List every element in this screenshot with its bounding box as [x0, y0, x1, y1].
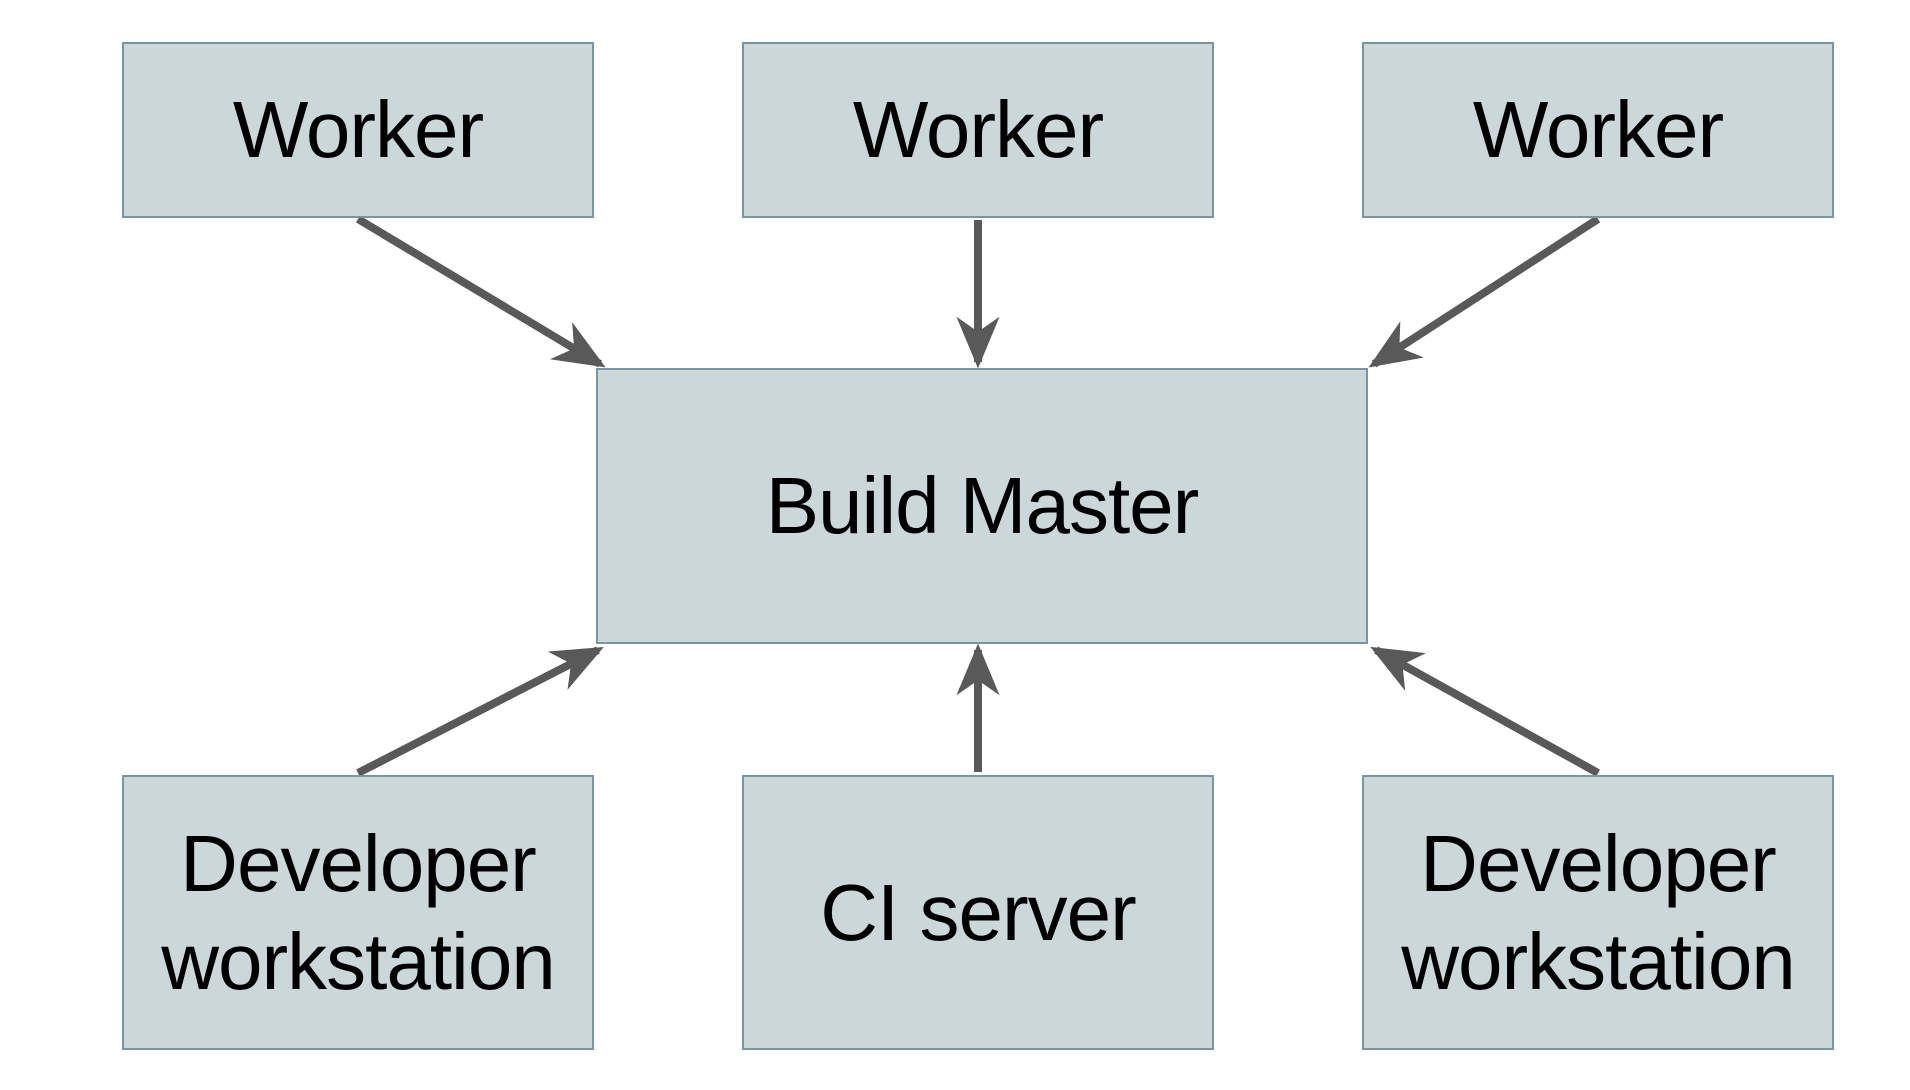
developer-workstation-left-box: Developer workstation: [122, 775, 594, 1050]
arrow-worker-1-to-build-master: [355, 215, 606, 368]
arrow-worker-3-to-build-master: [1368, 215, 1601, 368]
ci-server-label: CI server: [820, 867, 1137, 957]
arrow-developer-workstation-right-to-build-master: [1370, 646, 1600, 777]
ci-server-box: CI server: [742, 775, 1214, 1050]
worker-3-box: Worker: [1362, 42, 1834, 218]
worker-1-label: Worker: [232, 85, 484, 175]
worker-3-label: Worker: [1472, 85, 1724, 175]
build-master-box: Build Master: [596, 368, 1368, 644]
developer-workstation-right-box: Developer workstation: [1362, 775, 1834, 1050]
worker-2-box: Worker: [742, 42, 1214, 218]
arrow-developer-workstation-left-to-build-master: [356, 646, 604, 777]
worker-1-box: Worker: [122, 42, 594, 218]
developer-workstation-left-label: Developer workstation: [161, 818, 556, 1006]
build-master-label: Build Master: [765, 461, 1200, 551]
worker-2-label: Worker: [852, 85, 1104, 175]
developer-workstation-right-label: Developer workstation: [1401, 818, 1796, 1006]
